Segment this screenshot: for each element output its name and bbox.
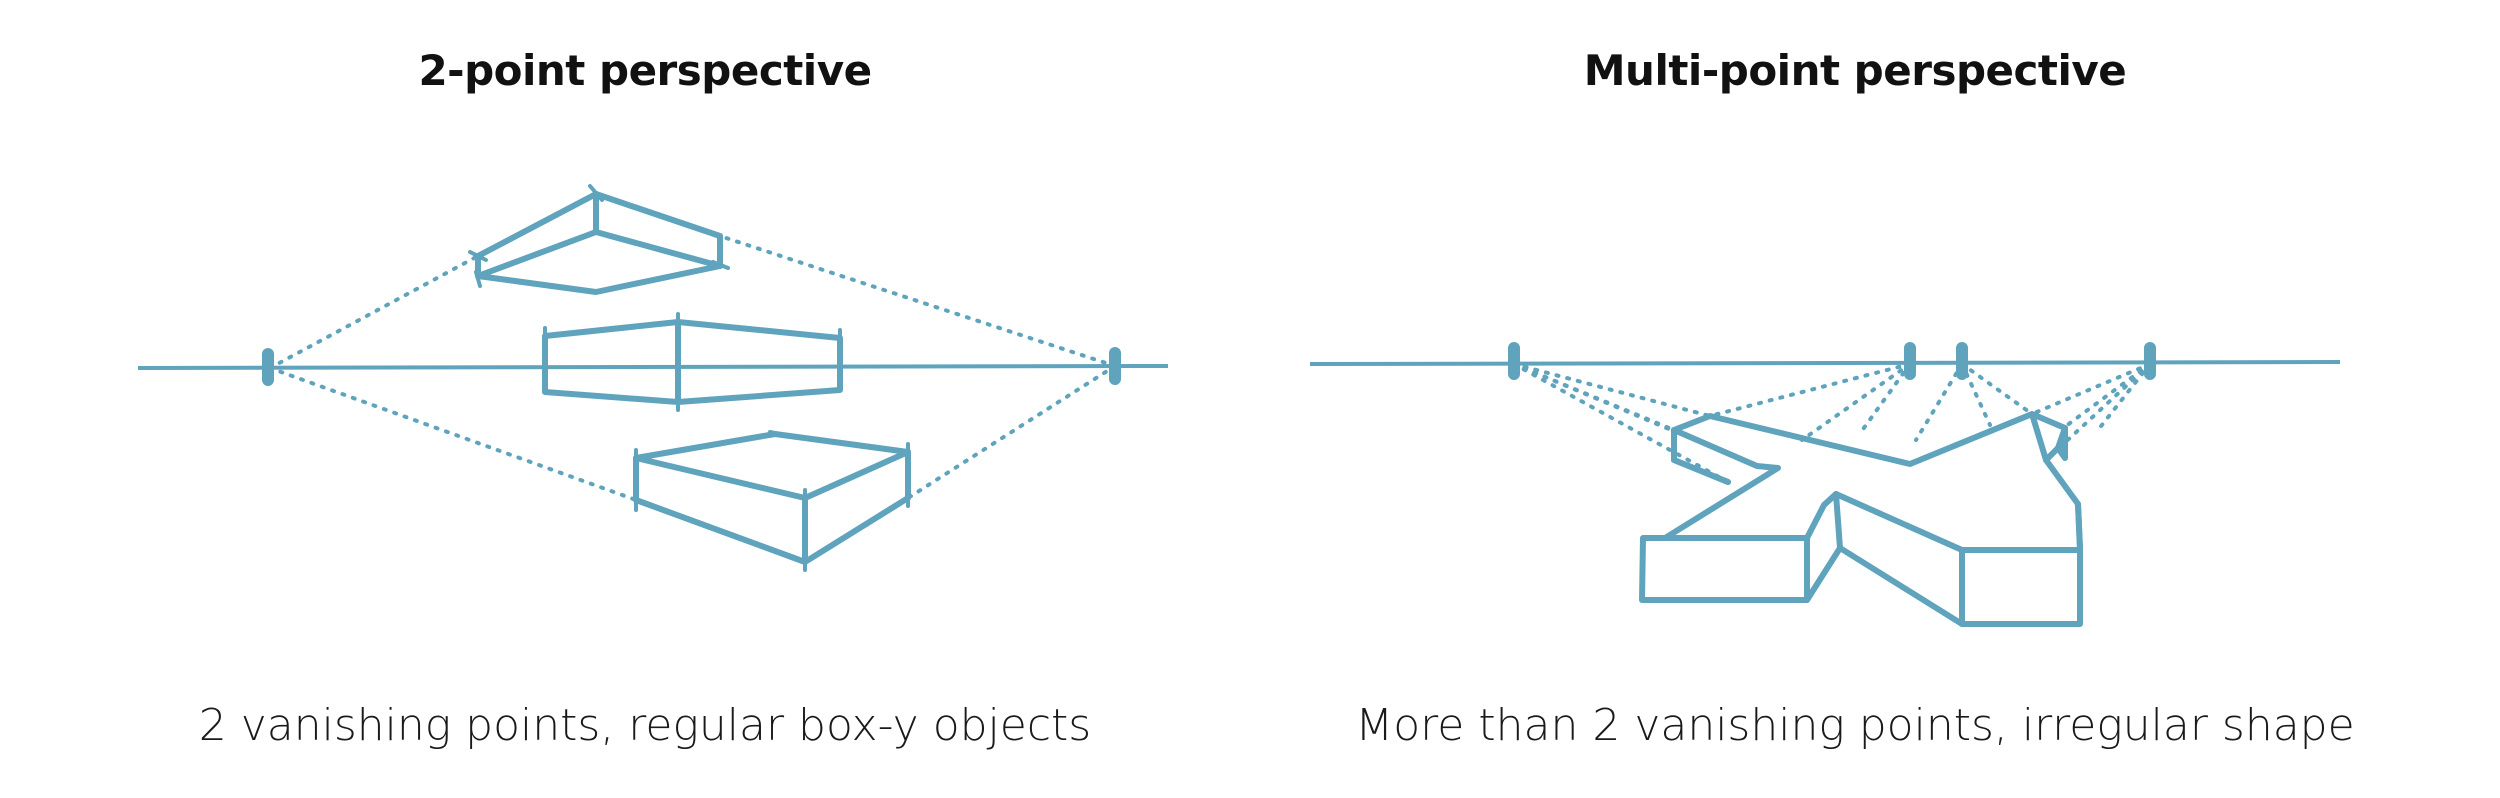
vanishing-point-2 — [1904, 342, 1916, 380]
vanishing-point-3 — [1956, 342, 1968, 380]
box-below-horizon — [633, 430, 911, 572]
guide-lines — [268, 234, 1117, 502]
irregular-shape — [1639, 411, 2083, 627]
guide-lines — [1512, 362, 2152, 484]
horizon-line — [137, 364, 1169, 370]
panel-caption: 2 vanishing points, regular box-y object… — [198, 700, 1092, 751]
box-above-horizon — [468, 184, 730, 295]
vanishing-point-4 — [2144, 342, 2156, 380]
vanishing-point-1 — [1508, 342, 1520, 380]
panel-two-point: 2-point perspective — [137, 46, 1169, 751]
box-on-horizon — [542, 312, 843, 412]
panel-multi-point: Multi-point perspective — [1250, 0, 2500, 798]
panel-title: Multi-point perspective — [1583, 46, 2127, 95]
panel-caption: More than 2 vanishing points, irregular … — [1355, 700, 2355, 751]
two-point-perspective-drawing — [137, 184, 1169, 572]
multi-point-perspective-drawing — [1309, 342, 2341, 627]
horizon-line — [1309, 360, 2341, 366]
panel-title: 2-point perspective — [418, 46, 872, 95]
vanishing-point-left — [262, 348, 274, 386]
